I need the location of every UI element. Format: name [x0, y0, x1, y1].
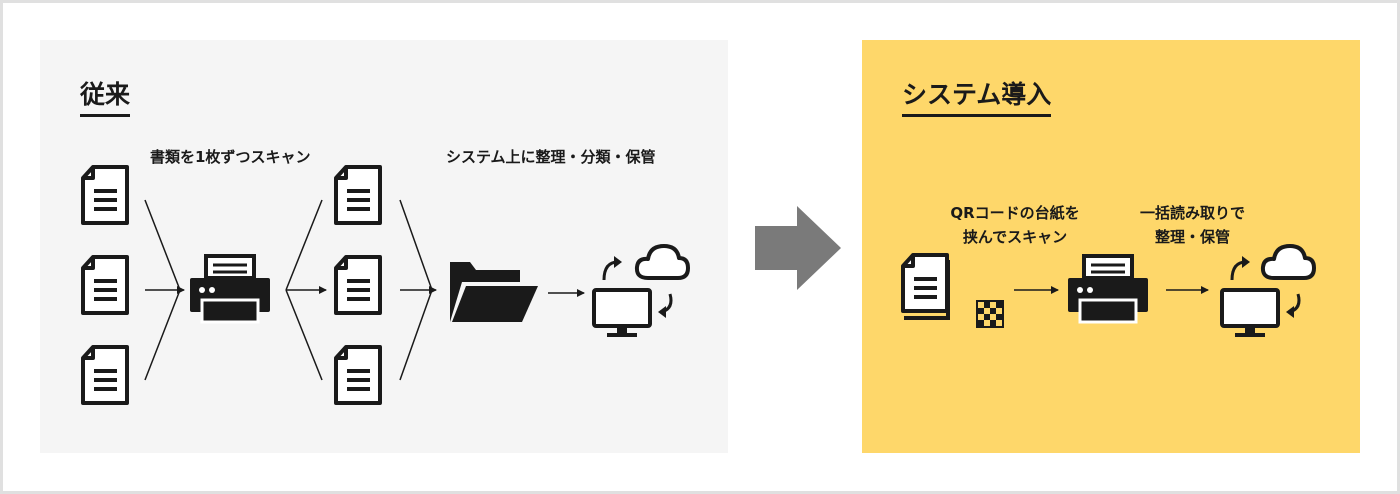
after-title: システム導入 [902, 80, 1052, 117]
cloud-icon [634, 244, 690, 280]
document-icon [334, 165, 382, 225]
after-panel [862, 40, 1360, 453]
printer-scanner-icon [188, 254, 272, 324]
document-icon [334, 345, 382, 405]
monitor-icon [592, 288, 652, 339]
after-qr-scan-caption-line2: 挟んでスキャン [962, 228, 1068, 246]
before-title: 従来 [80, 80, 131, 117]
sync-arrows-icon [602, 256, 673, 318]
cloud-icon [1260, 244, 1316, 280]
after-batch-caption-line2: 整理・保管 [1154, 228, 1230, 246]
after-batch-caption: 一括読み取りで 整理・保管 [1125, 201, 1260, 249]
document-icon [81, 255, 129, 315]
qr-code-icon [976, 300, 1004, 328]
transition-arrow-icon [755, 206, 841, 290]
document-stack-icon [901, 253, 950, 320]
converge-lines [144, 199, 185, 381]
diverge-lines [285, 199, 327, 381]
sync-arrows-icon [1230, 256, 1301, 318]
before-panel [40, 40, 728, 453]
printer-scanner-icon [1066, 254, 1150, 324]
monitor-icon [1220, 288, 1280, 339]
before-scan-caption: 書類を1枚ずつスキャン [150, 148, 311, 166]
document-icon [81, 165, 129, 225]
document-icon [81, 345, 129, 405]
document-icon [334, 255, 382, 315]
after-batch-caption-line1: 一括読み取りで [1139, 204, 1245, 222]
folder-icon [450, 262, 538, 322]
after-qr-scan-caption-line1: QRコードの台紙を [950, 204, 1080, 222]
after-qr-scan-caption: QRコードの台紙を 挟んでスキャン [935, 201, 1095, 249]
converge-lines-2 [399, 199, 437, 381]
before-organize-caption: システム上に整理・分類・保管 [446, 148, 656, 166]
